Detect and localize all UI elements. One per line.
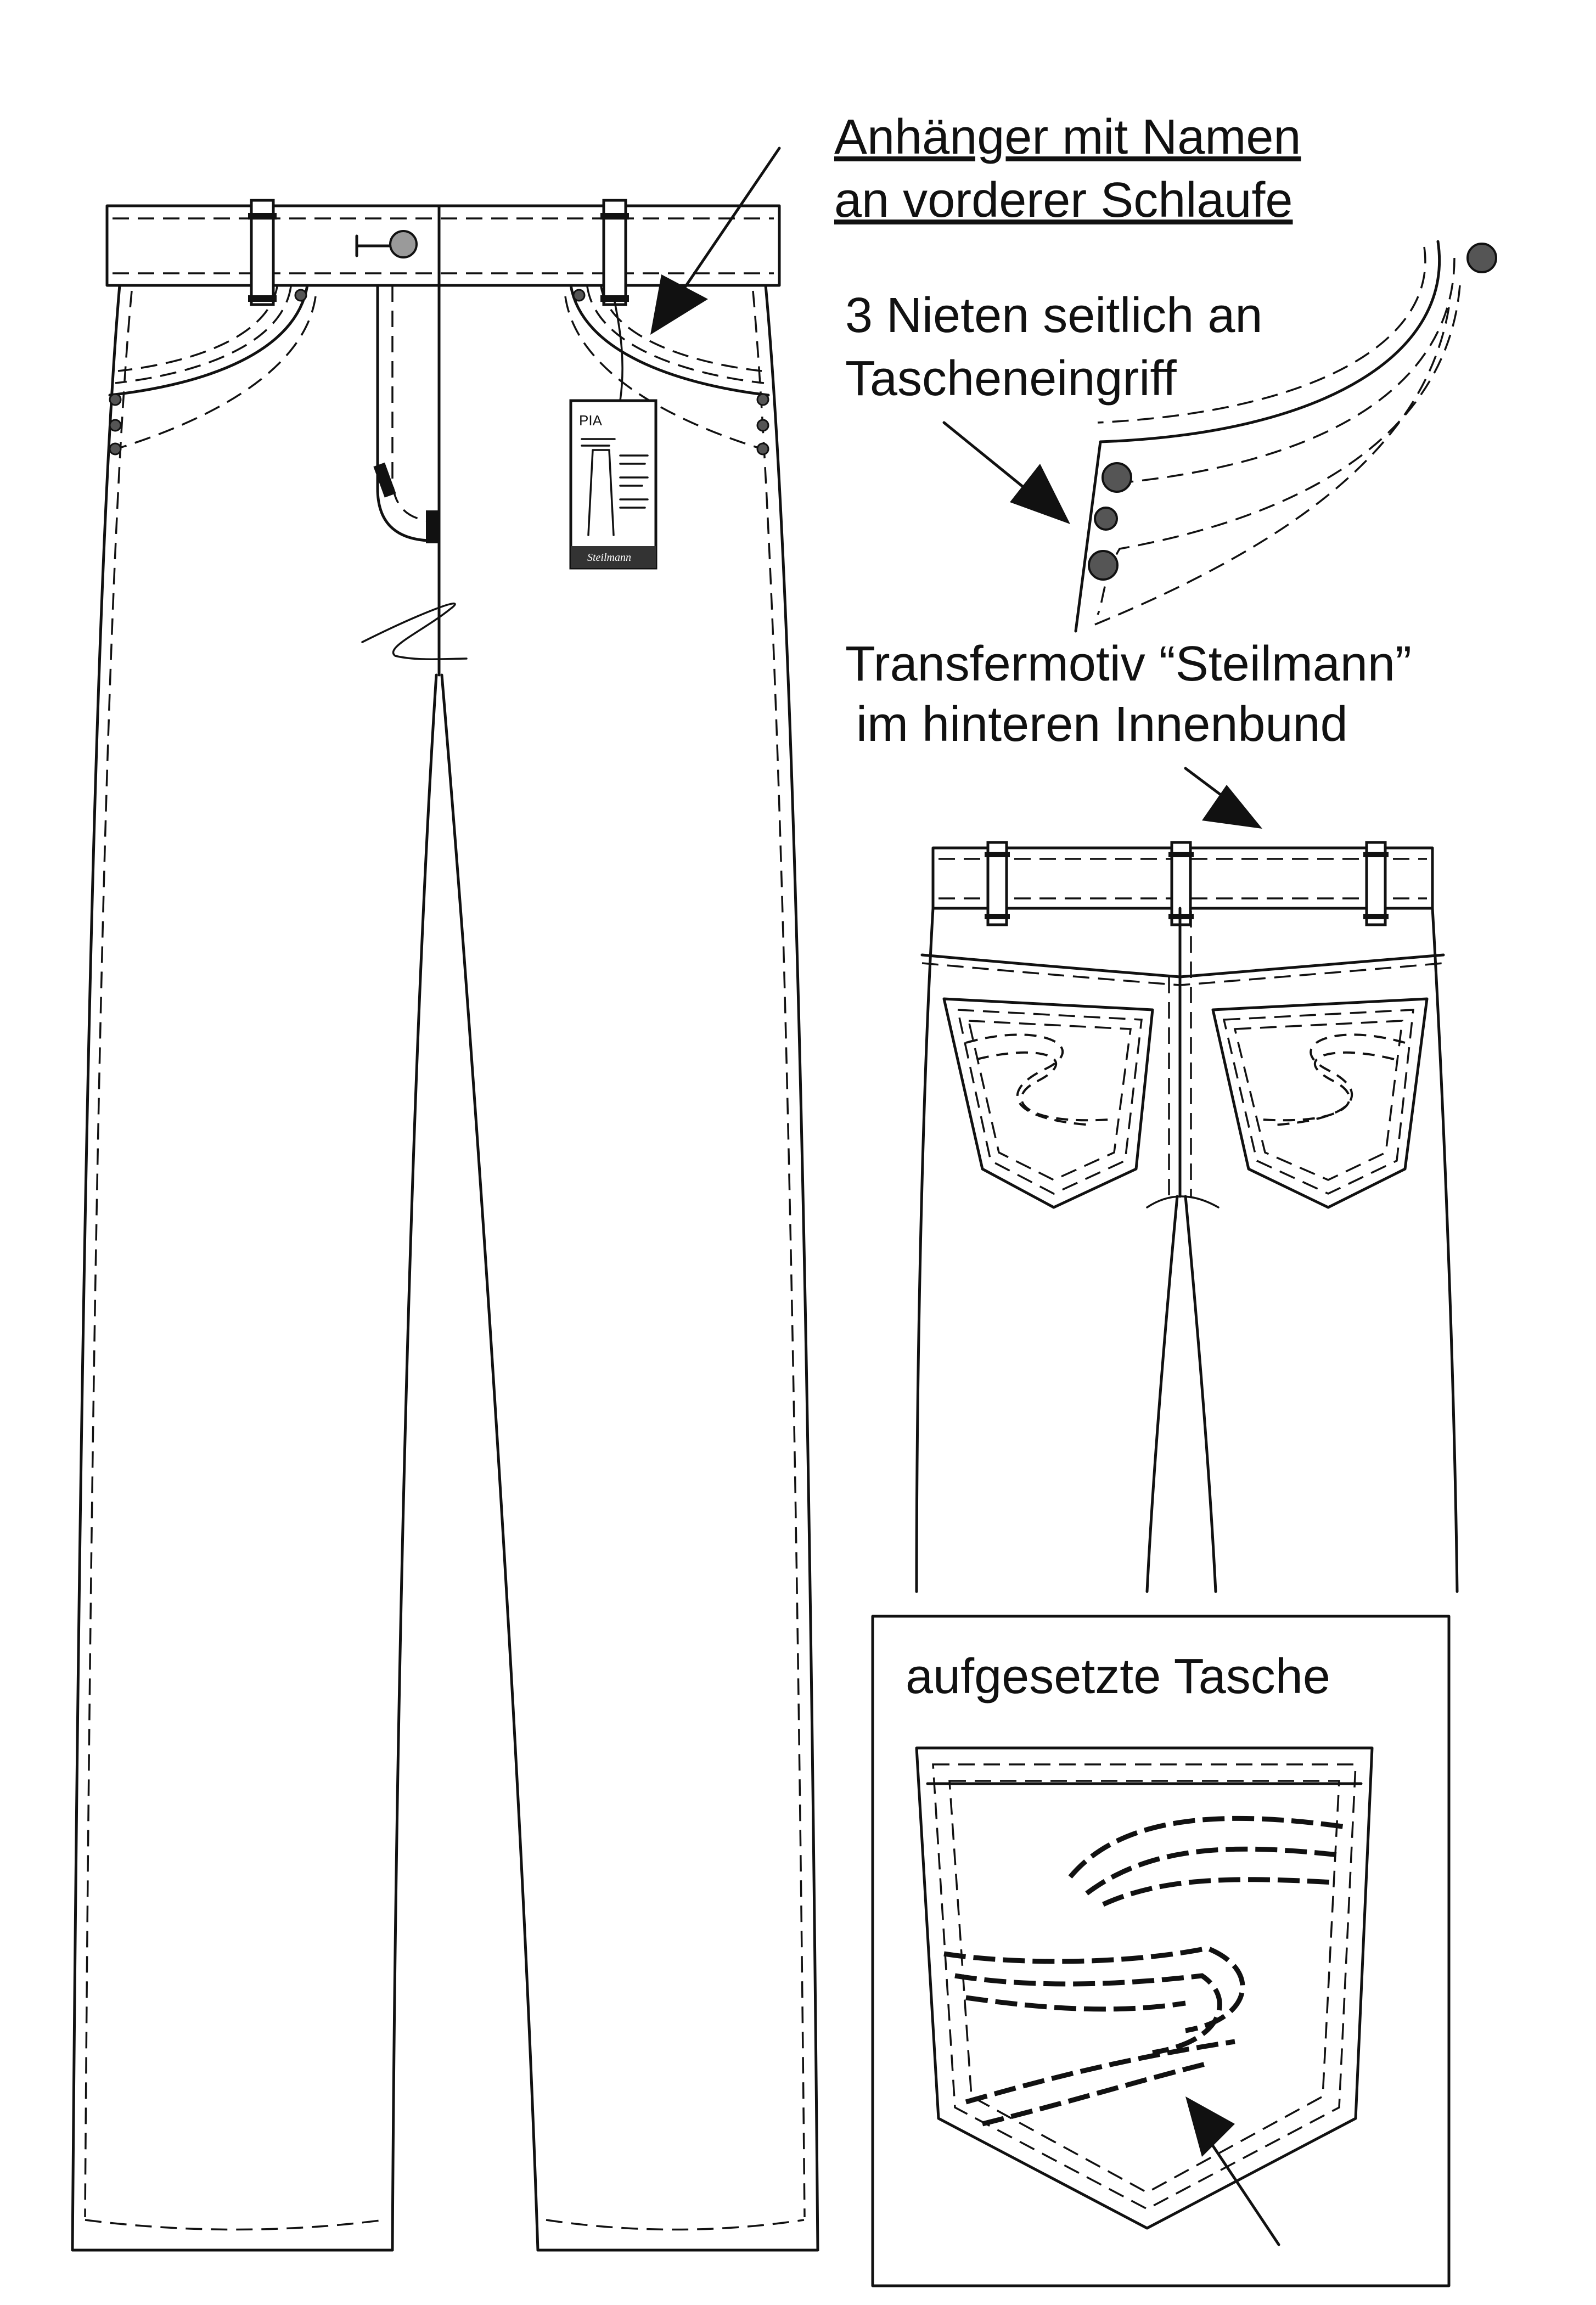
annotation-patch-pocket: aufgesetzte Tasche xyxy=(906,1649,1330,1704)
back-pocket-left xyxy=(942,997,1154,1209)
front-rivets-left xyxy=(109,393,122,456)
front-leg-outline-right xyxy=(764,284,819,2252)
hang-tag-brand: Steilmann xyxy=(587,552,631,564)
back-pocket-right xyxy=(1211,997,1429,1209)
waistband-button xyxy=(389,230,418,258)
front-inseam xyxy=(391,673,438,2252)
front-leg-outline-left xyxy=(71,284,121,2252)
hang-tag-name: PIA xyxy=(579,412,603,429)
back-yoke xyxy=(920,953,1445,979)
patch-pocket-detail xyxy=(915,1746,1374,2246)
front-pocket-left xyxy=(108,284,309,397)
annotation-transfer-line2: im hinteren Innenbund xyxy=(856,697,1348,752)
front-waistband xyxy=(105,204,781,287)
front-fly xyxy=(376,284,430,542)
rivet-detail xyxy=(1074,240,1497,633)
front-belt-loop-left xyxy=(248,199,277,306)
annotation-rivets-line1: 3 Nieten seitlich an xyxy=(845,288,1262,343)
hang-tag: PIA Steilmann xyxy=(569,301,657,570)
annotation-transfer-line1: Transfermotiv “Steilmann” xyxy=(845,637,1412,692)
front-rivets-right xyxy=(756,393,769,456)
front-view: PIA Steilmann xyxy=(71,199,819,2252)
arrow-patch-pocket xyxy=(1185,2096,1235,2157)
back-view xyxy=(915,841,1459,1593)
annotation-tag-line1: Anhänger mit Namen xyxy=(834,110,1301,165)
annotation-rivets-line2: Tascheneingriff xyxy=(845,351,1177,406)
front-belt-loop-right xyxy=(600,199,629,306)
arrow-tag xyxy=(650,274,708,335)
annotation-tag-line2: an vorderer Schlaufe xyxy=(834,173,1293,228)
arrow-rivets xyxy=(1010,464,1070,524)
arrow-transfer xyxy=(1202,785,1262,829)
front-pocket-right xyxy=(569,284,770,397)
patch-pocket-box xyxy=(871,1615,1451,2287)
back-belt-loops xyxy=(985,841,1389,926)
